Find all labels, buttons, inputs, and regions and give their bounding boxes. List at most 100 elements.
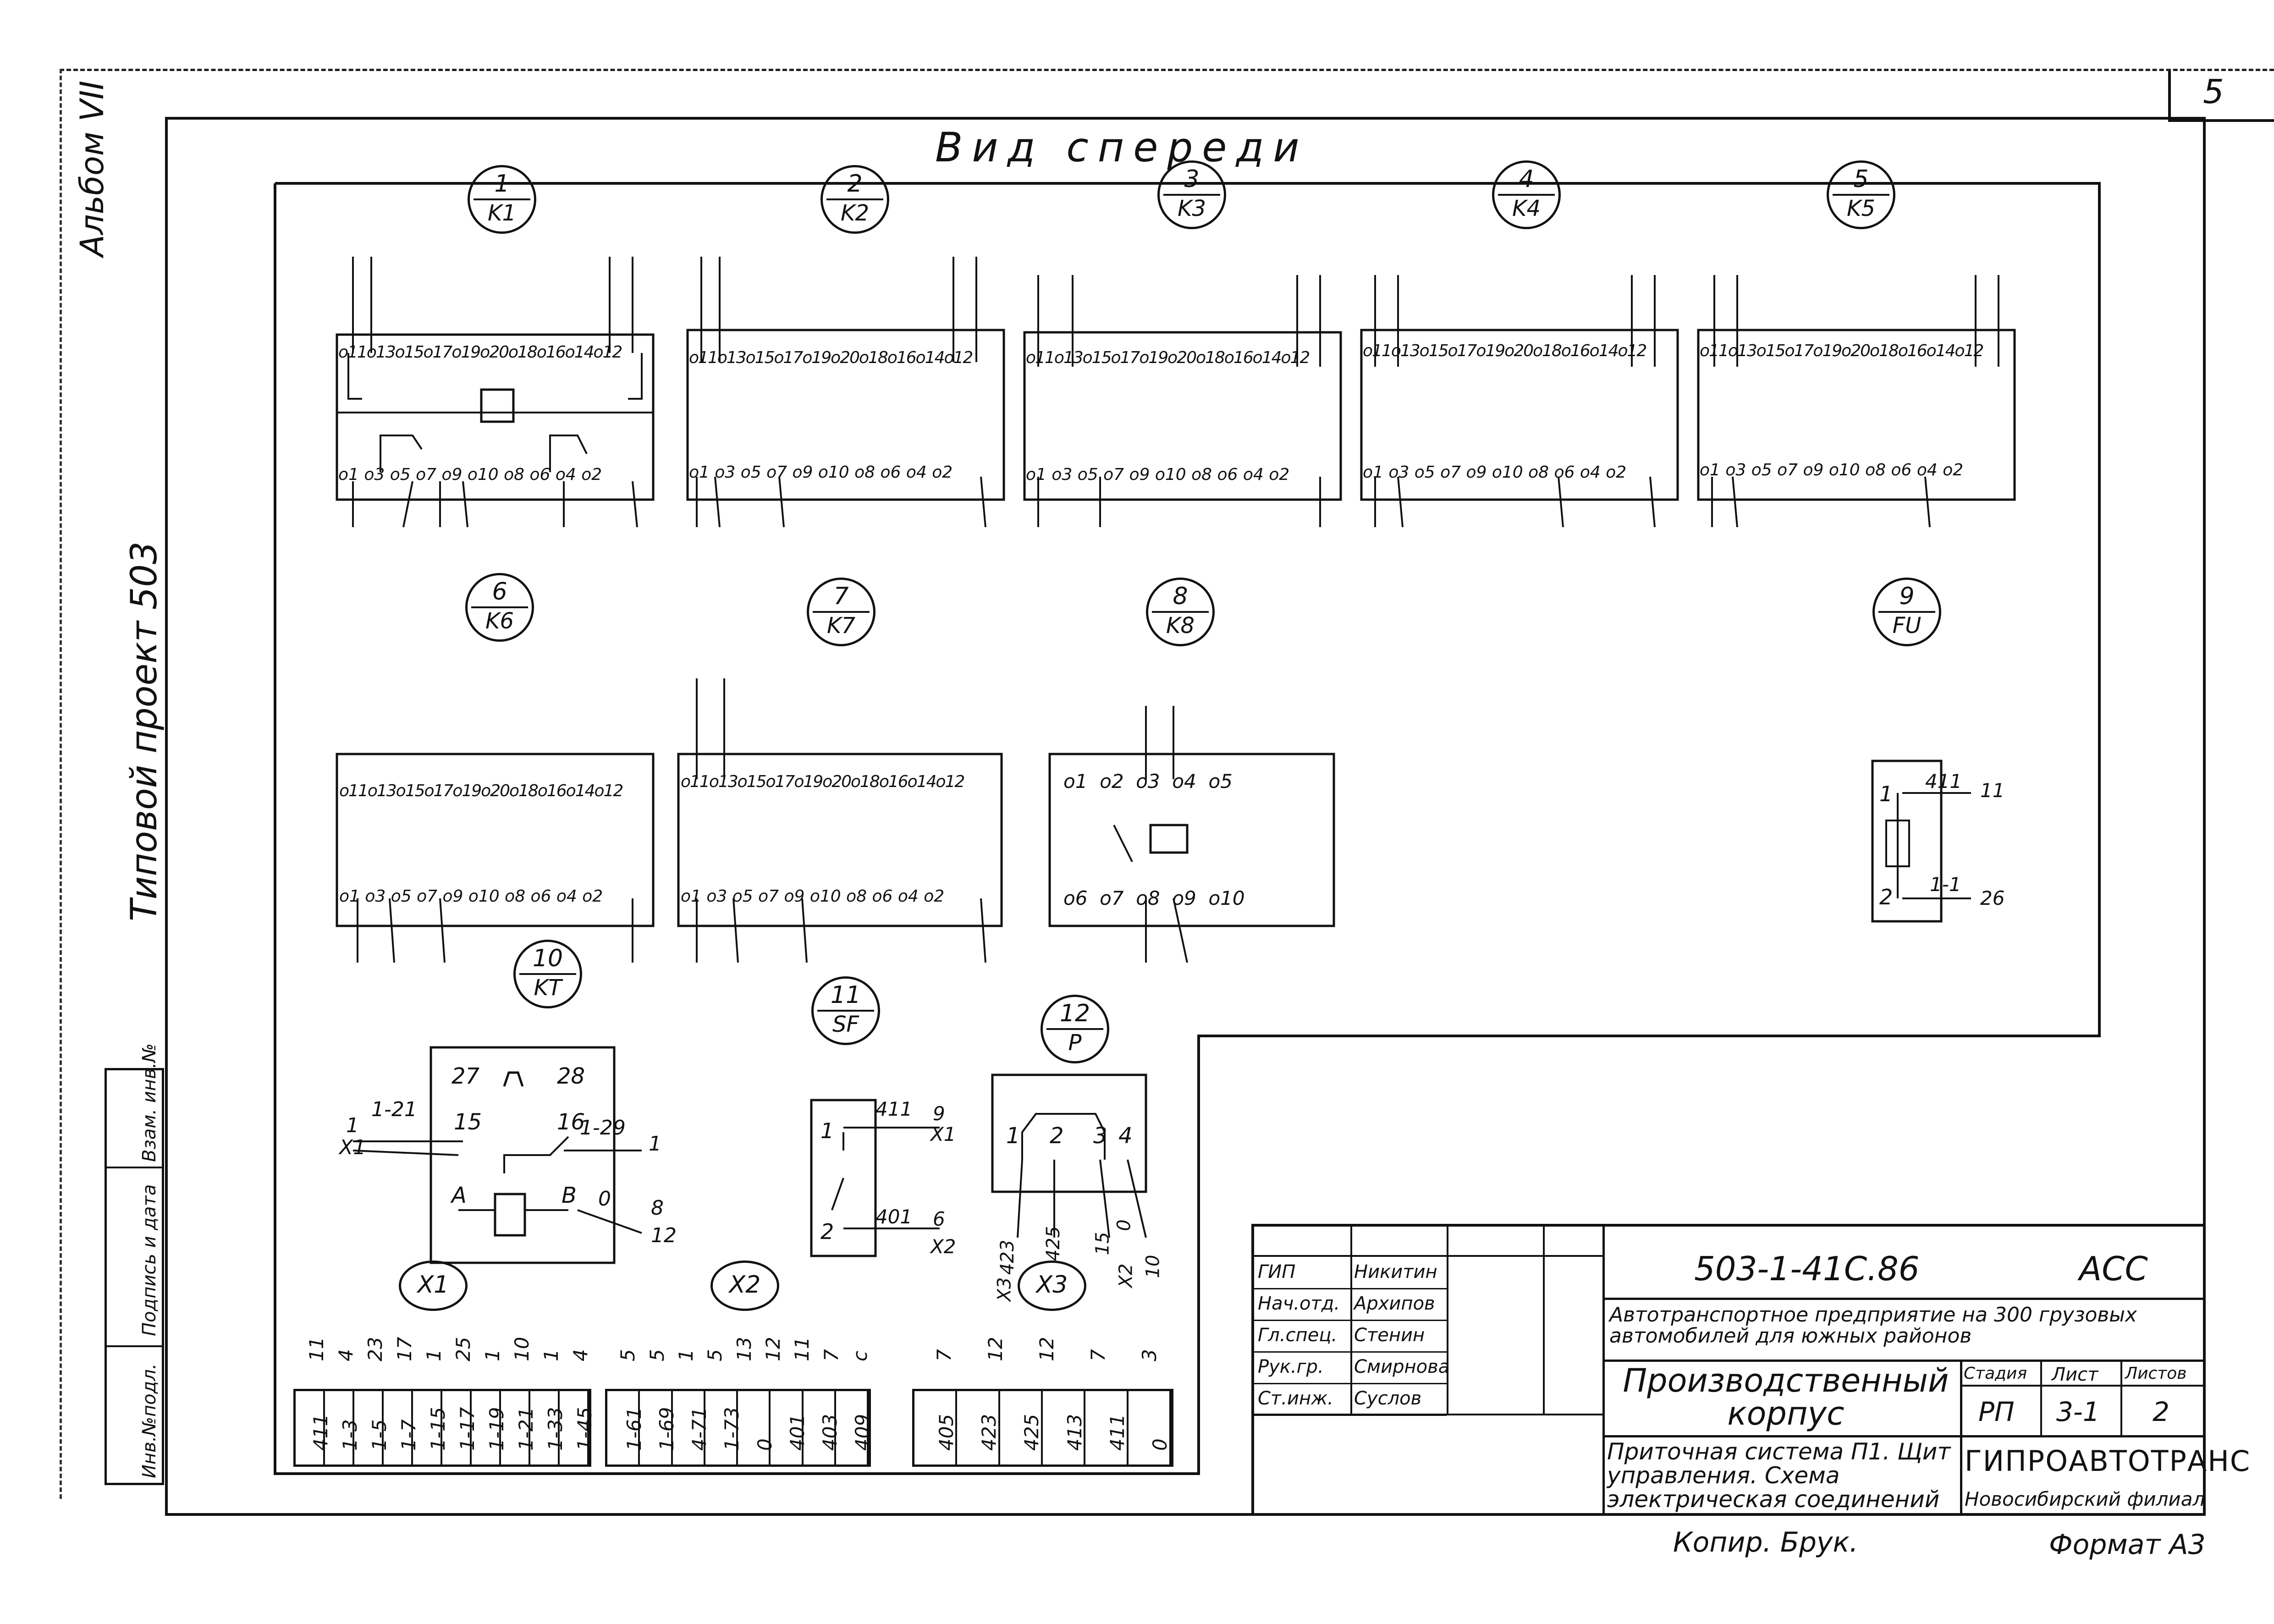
kt-terminal-15: 15 <box>454 1109 482 1135</box>
terminal-top-number: 7 <box>808 1325 842 1380</box>
fu-wire: 26 <box>1980 887 2005 909</box>
device-number: 9 <box>1899 583 1915 610</box>
signature-row: Гл.спец. Стенин <box>1254 1321 1447 1353</box>
p-terminal: 4 <box>1118 1123 1133 1149</box>
terminal-top-label: 4 <box>569 1349 592 1361</box>
device-badge-k8: 8 K8 <box>1146 578 1215 646</box>
drawing-frame <box>165 117 2206 1516</box>
device-number: 2 <box>847 170 863 198</box>
left-outer-line <box>60 69 62 1499</box>
terminal-cell: 411 <box>1085 1391 1129 1464</box>
device-number: 3 <box>1184 165 1200 193</box>
terminal-wire-label: 425 <box>1020 1414 1043 1451</box>
terminal-cell: 411 <box>296 1391 332 1464</box>
branch: Новосибирский филиал <box>1965 1488 2205 1510</box>
terminal-cell: 403 <box>804 1391 841 1464</box>
organization: ГИПРОАВТОТРАНС <box>1965 1444 2251 1478</box>
signature-role: Нач.отд. <box>1258 1293 1340 1314</box>
signature-name: Архипов <box>1354 1293 1435 1314</box>
relay-k1 <box>336 257 655 528</box>
terminal-top-number: 5 <box>605 1325 639 1380</box>
device-code: KT <box>534 975 562 1001</box>
p-wire: 10 <box>1142 1255 1164 1278</box>
pin-strip-k6-top: o11o13o15o17o19o20o18o16o14o12 <box>339 782 623 800</box>
terminal-top-label: c <box>848 1350 871 1361</box>
fu-terminal: 2 <box>1879 885 1893 909</box>
kt-wire: 1 <box>649 1132 661 1156</box>
paper-format: Формат А3 <box>2049 1529 2206 1561</box>
device-code: P <box>1068 1030 1082 1056</box>
kt-wire: 8 <box>651 1196 664 1220</box>
terminal-top-number: 12 <box>750 1325 784 1380</box>
terminal-top-number: c <box>837 1325 871 1380</box>
terminal-top-label: 12 <box>984 1337 1007 1361</box>
signature-name: Смирнова <box>1354 1356 1450 1377</box>
kt-wire: 1 <box>346 1114 359 1137</box>
relay-k2 <box>686 257 1005 528</box>
device-number: 5 <box>1853 165 1869 193</box>
terminal-top-label: 7 <box>1086 1349 1109 1361</box>
p-wire: X3 <box>994 1277 1015 1302</box>
terminal-cell: 425 <box>1000 1391 1043 1464</box>
terminal-top-number: 11 <box>779 1325 813 1380</box>
fuse-fu <box>1871 760 1971 923</box>
device-code: X3 <box>1036 1271 1068 1299</box>
terminal-cell: 4-71 <box>673 1391 710 1464</box>
signature-role: Гл.спец. <box>1258 1325 1338 1346</box>
sf-wire: 411 <box>875 1098 913 1120</box>
device-badge-k3: 3 K3 <box>1157 160 1226 229</box>
pin-strip-k3-top: o11o13o15o17o19o20o18o16o14o12 <box>1026 348 1310 367</box>
terminal-wire-label: 405 <box>935 1414 958 1451</box>
terminal-wire-label: 411 <box>1106 1414 1129 1451</box>
kt-terminal-16: 16 <box>557 1109 585 1135</box>
p-wire: 425 <box>1043 1226 1064 1261</box>
p-wire: 0 <box>1113 1219 1135 1231</box>
signature-name: Никитин <box>1354 1261 1437 1283</box>
terminal-cell: 1-69 <box>640 1391 678 1464</box>
sf-terminal: 2 <box>820 1219 834 1244</box>
terminal-wire-label: 1-45 <box>573 1407 596 1451</box>
top-border-line <box>60 69 2274 71</box>
terminal-top-number: 1 <box>411 1325 445 1380</box>
pin-strip-k5-top: o11o13o15o17o19o20o18o16o14o12 <box>1700 341 1984 360</box>
device-badge-k5: 5 K5 <box>1827 160 1895 229</box>
terminal-top-number: 7 <box>1066 1325 1118 1380</box>
fu-wire: 1-1 <box>1930 873 1961 896</box>
terminal-cell: 413 <box>1043 1391 1086 1464</box>
view-caption: Вид спереди <box>935 124 1309 171</box>
terminal-cell: 1-33 <box>530 1391 567 1464</box>
signature-role: Рук.гр. <box>1258 1356 1324 1377</box>
sf-terminal: 1 <box>820 1118 834 1143</box>
terminal-cell: 1-3 <box>325 1391 361 1464</box>
drawing-title: Приточная система П1. Щит управления. Сх… <box>1607 1438 1951 1513</box>
signature-row: Рук.гр. Смирнова <box>1254 1353 1450 1384</box>
p-wire: 423 <box>997 1239 1019 1275</box>
device-badge-kt: 10 KT <box>513 940 582 1008</box>
terminal-top-number: 23 <box>352 1325 386 1380</box>
kt-wire: 12 <box>651 1224 677 1247</box>
device-code: X1 <box>417 1271 449 1299</box>
device-number: 6 <box>492 578 507 606</box>
device-badge-x2: X2 <box>710 1261 779 1311</box>
terminal-wire-label: 413 <box>1063 1414 1086 1451</box>
pin-strip-k7-bottom: o1 o3 o5 o7 o9 o10 o8 o6 o4 o2 <box>681 887 945 906</box>
terminal-cell: 409 <box>836 1391 874 1464</box>
terminal-top-number: 1 <box>528 1325 562 1380</box>
device-badge-k6: 6 K6 <box>465 573 534 642</box>
terminal-cell: 0 <box>738 1391 776 1464</box>
device-code: K7 <box>826 613 855 639</box>
terminal-cell: 0 <box>1129 1391 1171 1464</box>
terminal-top-number: 3 <box>1118 1325 1169 1380</box>
margin-stamp: Взам. инв.№ Подпись и дата Инв.№подл. <box>105 1043 164 1485</box>
terminal-cell: 1-73 <box>705 1391 743 1464</box>
terminal-top-number: 12 <box>964 1325 1015 1380</box>
device-code: K5 <box>1846 196 1875 221</box>
terminal-top-number: 5 <box>692 1325 726 1380</box>
device-number: 12 <box>1059 1000 1090 1027</box>
breaker-sf <box>810 1099 940 1257</box>
